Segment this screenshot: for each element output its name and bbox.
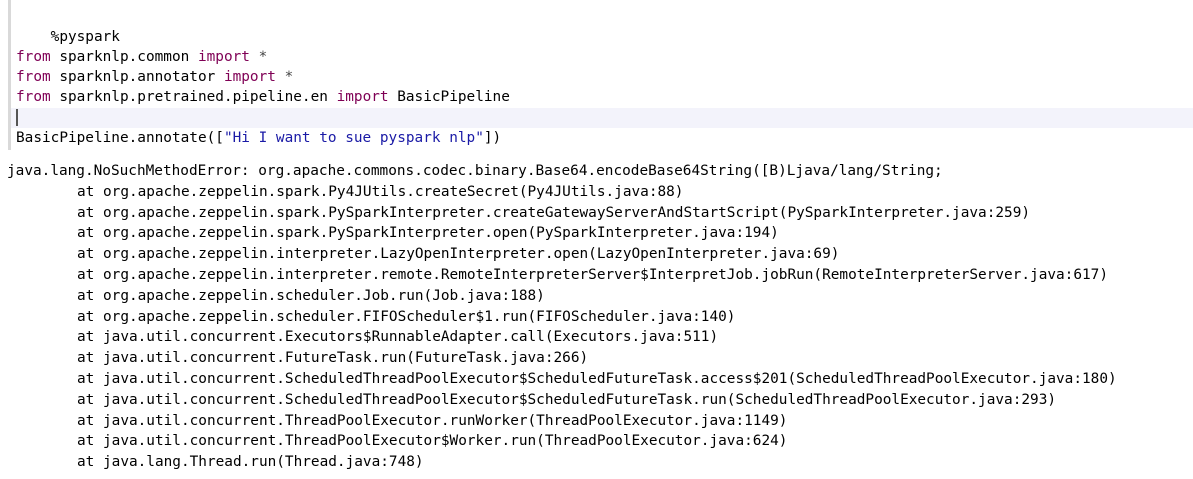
keyword-import: import	[223, 69, 276, 85]
stack-frame: at java.util.concurrent.ThreadPoolExecut…	[77, 433, 788, 450]
string-literal: "Hi I want to sue pyspark nlp"	[223, 130, 484, 146]
stack-frame: at org.apache.zeppelin.scheduler.Job.run…	[77, 287, 545, 304]
import-target: *	[249, 49, 268, 65]
import-target: BasicPipeline	[388, 89, 510, 105]
module-name: sparknlp.annotator	[50, 69, 224, 85]
paragraph-output: java.lang.NoSuchMethodError: org.apache.…	[7, 161, 1193, 473]
stack-frame: at org.apache.zeppelin.spark.PySparkInte…	[77, 225, 779, 242]
stack-frame: at org.apache.zeppelin.spark.Py4JUtils.c…	[77, 183, 684, 200]
keyword-from: from	[16, 69, 51, 85]
text-cursor	[16, 108, 18, 126]
call-suffix: ])	[483, 130, 502, 146]
stack-frame: at java.util.concurrent.FutureTask.run(F…	[77, 350, 589, 367]
stack-frame: at java.util.concurrent.ScheduledThreadP…	[77, 370, 1117, 387]
code-line-import-3[interactable]: from sparknlp.pretrained.pipeline.en imp…	[16, 87, 1193, 107]
code-line-active-empty[interactable]	[11, 108, 1193, 128]
call-prefix: BasicPipeline.annotate([	[16, 130, 224, 146]
keyword-from: from	[16, 89, 51, 105]
stack-frame: at org.apache.zeppelin.interpreter.LazyO…	[77, 246, 840, 263]
stack-frame: at org.apache.zeppelin.scheduler.FIFOSch…	[77, 308, 736, 325]
stack-frame: at java.lang.Thread.run(Thread.java:748)	[77, 454, 424, 471]
stack-frame: at org.apache.zeppelin.spark.PySparkInte…	[77, 204, 1031, 221]
stack-frame: at java.util.concurrent.Executors$Runnab…	[77, 329, 719, 346]
keyword-import: import	[336, 89, 389, 105]
interpreter-directive: %pyspark	[50, 29, 120, 45]
code-line-import-2[interactable]: from sparknlp.annotator import *	[16, 67, 1193, 87]
code-line-call[interactable]: BasicPipeline.annotate(["Hi I want to su…	[16, 128, 1193, 148]
error-message: java.lang.NoSuchMethodError: org.apache.…	[7, 163, 943, 179]
code-line-import-1[interactable]: from sparknlp.common import *	[16, 47, 1193, 67]
module-name: sparknlp.pretrained.pipeline.en	[50, 89, 337, 105]
keyword-from: from	[16, 49, 51, 65]
keyword-import: import	[197, 49, 250, 65]
module-name: sparknlp.common	[50, 49, 198, 65]
stack-frame: at java.util.concurrent.ThreadPoolExecut…	[77, 412, 788, 429]
code-line-magic[interactable]: %pyspark	[16, 7, 1193, 45]
stack-frame: at java.util.concurrent.ScheduledThreadP…	[77, 391, 1057, 408]
code-editor[interactable]: %pyspark from sparknlp.common import * f…	[8, 0, 1193, 150]
stack-frame: at org.apache.zeppelin.interpreter.remot…	[77, 266, 1109, 283]
import-target: *	[275, 69, 294, 85]
